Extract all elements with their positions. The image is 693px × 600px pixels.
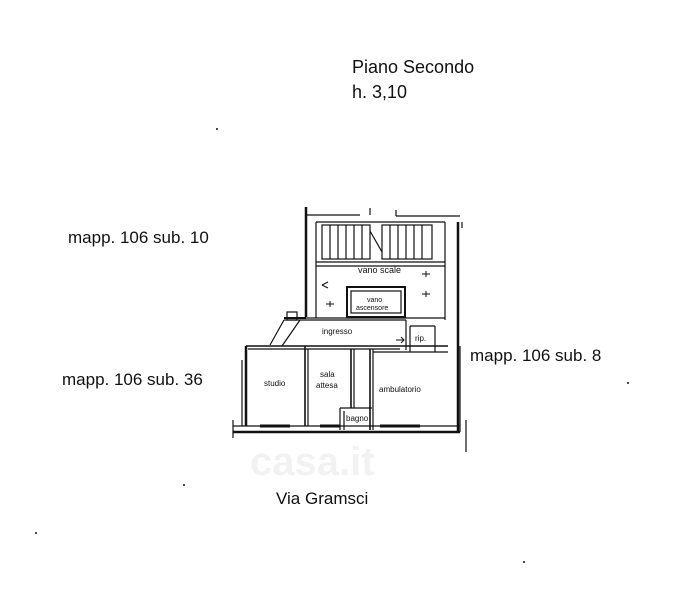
room-studio: studio: [264, 379, 286, 388]
room-sala-attesa-line1: sala: [320, 370, 335, 379]
neighbor-label-top-left: mapp. 106 sub. 10: [68, 228, 209, 247]
room-ambulatorio: ambulatorio: [379, 385, 421, 394]
room-sala-attesa-line2: attesa: [316, 381, 338, 390]
watermark: casa.it: [250, 440, 375, 484]
room-ingresso: ingresso: [322, 327, 353, 336]
street-label: Via Gramsci: [276, 489, 369, 508]
neighbor-label-bottom-left: mapp. 106 sub. 36: [62, 370, 203, 389]
neighbor-label-right: mapp. 106 sub. 8: [470, 346, 602, 365]
floor-title: Piano Secondo: [352, 57, 475, 77]
room-vano-ascensore-line2: ascensore: [356, 305, 388, 312]
room-vano-ascensore-line1: vano: [367, 297, 382, 304]
room-bagno: bagno: [346, 414, 369, 423]
room-vano-scale: vano scale: [358, 265, 401, 275]
room-rip: rip.: [415, 334, 426, 343]
floor-height: h. 3,10: [352, 82, 408, 102]
